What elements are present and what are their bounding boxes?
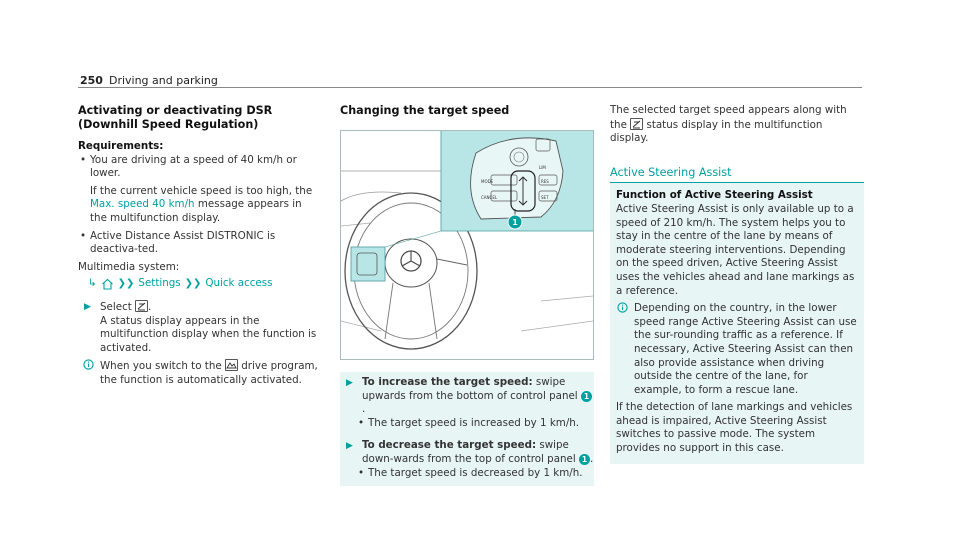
- step-arrow-icon: ▶: [346, 378, 353, 388]
- target-speed-display-note: The selected target speed appears along …: [610, 104, 864, 146]
- increase-step: ▶ To increase the target speed: swipe up…: [340, 376, 594, 417]
- steering-assist-body: Function of Active Steering Assist Activ…: [610, 183, 864, 464]
- passive-mode-text: If the detection of lane markings and ve…: [616, 401, 853, 455]
- drive-program-note: When you switch to the drive program, th…: [78, 359, 318, 387]
- dsr-symbol-icon: [135, 299, 149, 312]
- figure-callout-label: 1: [512, 218, 518, 227]
- requirement-speed: You are driving at a speed of 40 km/h or…: [78, 154, 318, 181]
- column-steering-assist: The selected target speed appears along …: [610, 104, 864, 464]
- home-icon: [101, 278, 114, 290]
- multimedia-label: Multimedia system:: [78, 260, 180, 273]
- label-mode: MODE: [481, 179, 494, 184]
- section-title-steering-assist: Active Steering Assist: [610, 166, 864, 184]
- page-number: 250: [80, 74, 103, 87]
- steering-wheel-illustration: MODE CANCEL LIM RES SET 1: [341, 131, 593, 350]
- speed-warning-pre: If the current vehicle speed is too high…: [90, 184, 313, 197]
- label-lim: LIM: [539, 165, 546, 170]
- speed-warning-note: If the current vehicle speed is too high…: [78, 185, 318, 226]
- steering-wheel-figure: MODE CANCEL LIM RES SET 1: [340, 130, 594, 360]
- column-dsr: Activating or deactivating DSR (Downhill…: [78, 104, 318, 388]
- increase-result: The target speed is increased by 1 km/h.: [340, 417, 594, 431]
- intro-post: status display in the multifunction disp…: [610, 118, 823, 145]
- menu-path: ↳ ❯❯ Settings ❯❯ Quick access: [78, 277, 318, 291]
- intro-pre: The selected target speed appears along …: [610, 104, 847, 131]
- info-icon: [83, 359, 94, 370]
- select-step: ▶ Select . A status display appears in t…: [84, 299, 317, 354]
- column-target-speed: Changing the target speed: [340, 104, 594, 487]
- select-label: Select: [100, 300, 132, 313]
- requirements-label: Requirements:: [78, 140, 164, 152]
- max-speed-message: Max. speed 40 km/h: [90, 198, 195, 211]
- function-body: Active Steering Assist is only available…: [616, 202, 855, 297]
- dsr-symbol-icon: [630, 117, 644, 130]
- country-note: Depending on the country, in the lower s…: [616, 302, 858, 397]
- target-speed-heading: Changing the target speed: [340, 104, 510, 117]
- target-speed-steps: ▶ To increase the target speed: swipe up…: [340, 372, 594, 487]
- note-post: drive program, the function is automatic…: [100, 360, 318, 386]
- function-heading: Function of Active Steering Assist: [616, 189, 813, 202]
- step-arrow-icon: ▶: [84, 301, 91, 312]
- offroad-symbol-icon: [224, 359, 238, 372]
- label-res: RES: [541, 179, 549, 184]
- increase-text: swipe upwards from the bottom of control…: [362, 376, 578, 402]
- chevron-right-icon: ❯❯: [117, 278, 135, 290]
- decrease-step: ▶ To decrease the target speed: swipe do…: [346, 439, 594, 465]
- requirement-distronic: Active Distance Assist DISTRONIC is deac…: [78, 230, 318, 257]
- info-icon: [617, 302, 628, 313]
- increase-label: To increase the target speed:: [362, 376, 533, 388]
- header-rule: [78, 87, 862, 88]
- menu-quick-access: Quick access: [205, 277, 273, 290]
- note-pre: When you switch to the: [100, 360, 222, 373]
- country-note-text: Depending on the country, in the lower s…: [634, 302, 857, 396]
- decrease-text: swipe down-wards from the top of control…: [362, 439, 576, 465]
- menu-settings: Settings: [138, 277, 181, 290]
- return-arrow-icon: ↳: [88, 277, 97, 290]
- select-result: A status display appears in the multifun…: [100, 314, 317, 354]
- page-header: 250 Driving and parking: [80, 74, 218, 87]
- decrease-result: The target speed is decreased by 1 km/h.: [340, 467, 594, 481]
- label-set: SET: [541, 195, 549, 200]
- speed-warning-post: message appears in the multifunction dis…: [90, 198, 302, 224]
- dsr-heading: Activating or deactivating DSR (Downhill…: [78, 104, 273, 131]
- callout-1: 1: [580, 390, 592, 402]
- step-arrow-icon: ▶: [346, 441, 353, 452]
- label-cancel: CANCEL: [481, 195, 498, 200]
- chevron-right-icon: ❯❯: [184, 278, 202, 290]
- decrease-label: To decrease the target speed:: [362, 439, 537, 452]
- callout-1: 1: [579, 453, 591, 465]
- section-name: Driving and parking: [108, 74, 218, 87]
